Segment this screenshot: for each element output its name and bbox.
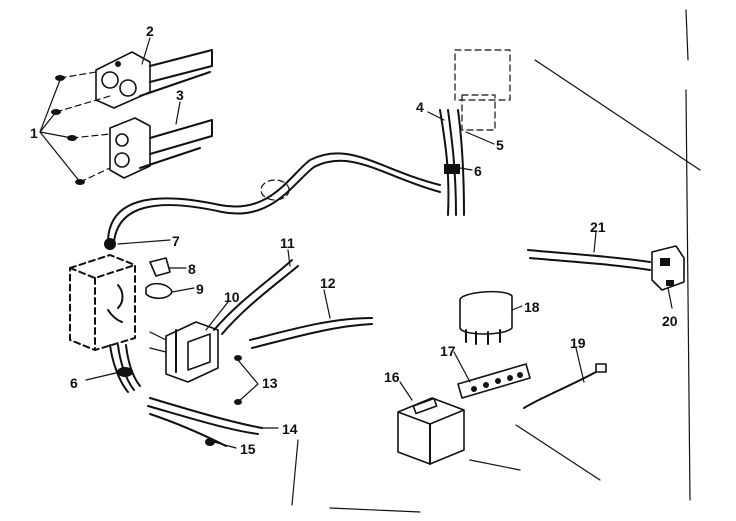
callout-21: 21 [590,219,606,235]
switch-assembly [149,321,242,405]
callout-6-upper: 6 [474,163,482,179]
callout-17: 17 [440,343,456,359]
junction-box [69,238,141,393]
callout-labels: 1 2 3 4 5 6 6 7 8 9 10 11 12 13 14 15 16… [30,23,678,457]
callout-10: 10 [224,289,240,305]
relay [459,290,513,345]
callout-6-lower: 6 [70,375,78,391]
transformer [397,397,465,465]
wire-21 [527,249,651,263]
callout-15: 15 [240,441,256,457]
callout-20: 20 [662,313,678,329]
wire-nut-and-clip [145,257,173,300]
callout-18: 18 [524,299,540,315]
callout-19: 19 [570,335,586,351]
callout-13: 13 [262,375,278,391]
terminal-strip [457,363,531,399]
wire-harness [107,49,511,243]
callout-3: 3 [176,87,184,103]
wire-12 [249,317,373,341]
callout-7: 7 [172,233,180,249]
wire-bundle [147,397,263,447]
wire-12b [251,323,373,349]
callout-14: 14 [282,421,298,437]
callout-5: 5 [496,137,504,153]
wire-19 [523,371,597,409]
background-lines [291,9,701,513]
wire-11b [221,265,299,335]
callout-2: 2 [146,23,154,39]
leader-lines [39,37,673,449]
callout-12: 12 [320,275,336,291]
callout-4: 4 [416,99,424,115]
wire-21b [529,257,651,271]
callout-16: 16 [384,369,400,385]
bracket-assembly-upper [95,49,213,109]
wire-11 [213,259,293,331]
callout-9: 9 [196,281,204,297]
callout-11: 11 [280,235,295,251]
callout-1: 1 [30,125,38,141]
callout-8: 8 [188,261,196,277]
plug-receptacle [651,245,685,291]
wire-19-terminal [595,363,607,373]
bracket-assembly-lower [109,117,213,179]
